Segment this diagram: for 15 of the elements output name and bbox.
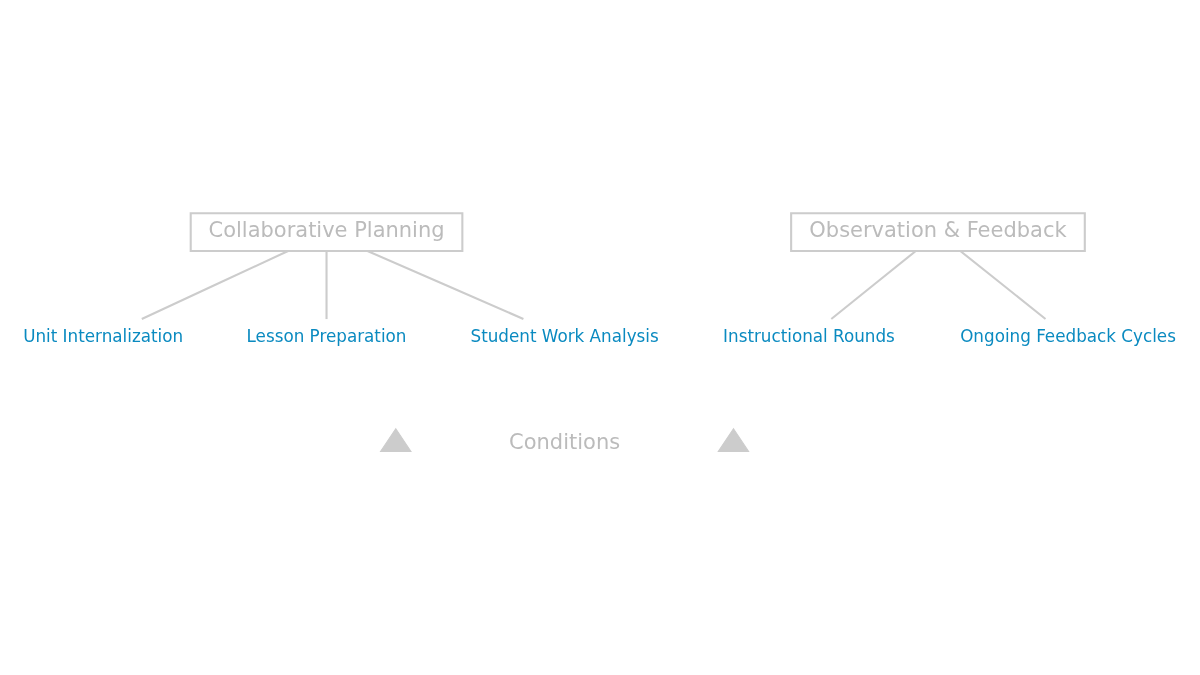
node-text: Student Work Analysis <box>470 325 659 346</box>
node-text: Instructional Rounds <box>723 325 895 346</box>
connector <box>830 249 917 320</box>
connector <box>959 249 1047 320</box>
node-text: Ongoing Feedback Cycles <box>960 325 1176 346</box>
node-box: Collaborative Planning <box>189 211 464 252</box>
node-triangle <box>717 427 750 452</box>
connector <box>325 250 328 319</box>
node-triangle <box>379 427 412 452</box>
node-text: Lesson Preparation <box>246 325 407 346</box>
node-text: Unit Internalization <box>23 325 184 346</box>
label: Conditions <box>509 429 621 454</box>
node-box: Observation & Feedback <box>790 211 1086 252</box>
connector <box>141 249 289 320</box>
connector <box>367 249 524 320</box>
